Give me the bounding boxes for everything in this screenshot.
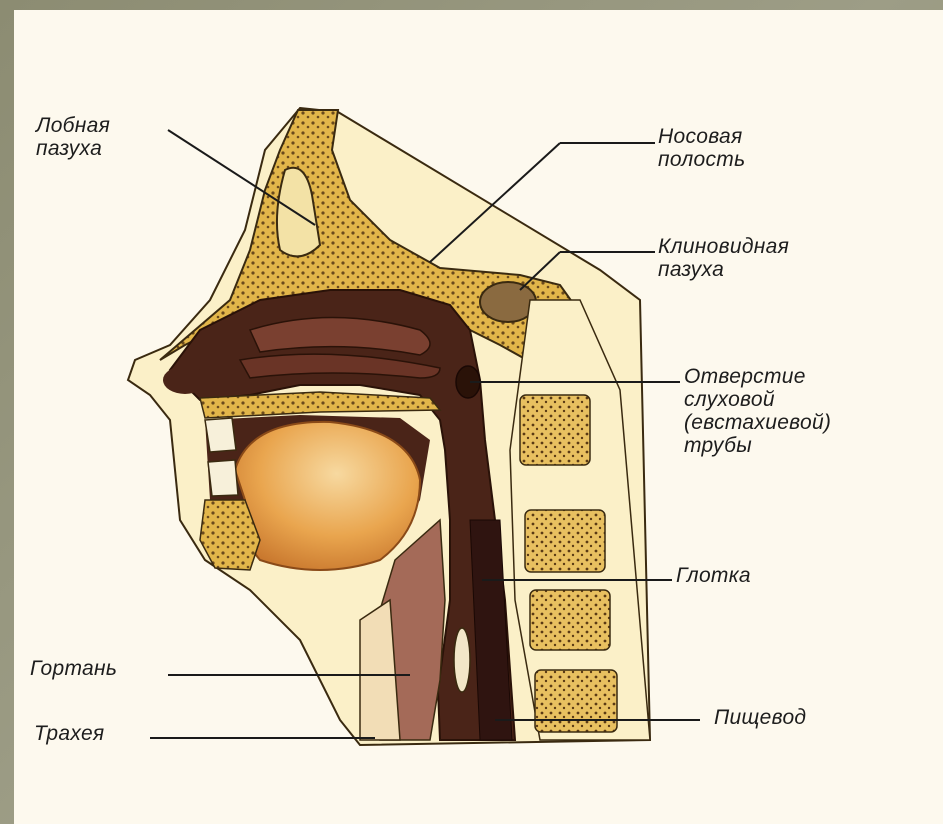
tongue <box>235 422 420 570</box>
label-nasal-cavity: Носовая полость <box>658 125 745 171</box>
label-sphenoid-sinus: Клиновидная пазуха <box>658 235 789 281</box>
vertebra <box>535 670 617 732</box>
label-auditory-tube: Отверстие слуховой (евстахиевой) трубы <box>684 365 831 457</box>
nostril <box>163 366 207 394</box>
label-larynx: Гортань <box>30 657 117 680</box>
label-esophagus: Пищевод <box>714 706 806 729</box>
vertebra <box>525 510 605 572</box>
vertebra <box>530 590 610 650</box>
lower-teeth <box>208 460 238 496</box>
vocal-cord <box>454 628 470 692</box>
label-frontal-sinus: Лобная пазуха <box>36 114 110 160</box>
label-pharynx: Глотка <box>676 564 751 587</box>
upper-teeth <box>205 418 236 452</box>
label-trachea: Трахея <box>34 722 104 745</box>
vertebra <box>520 395 590 465</box>
